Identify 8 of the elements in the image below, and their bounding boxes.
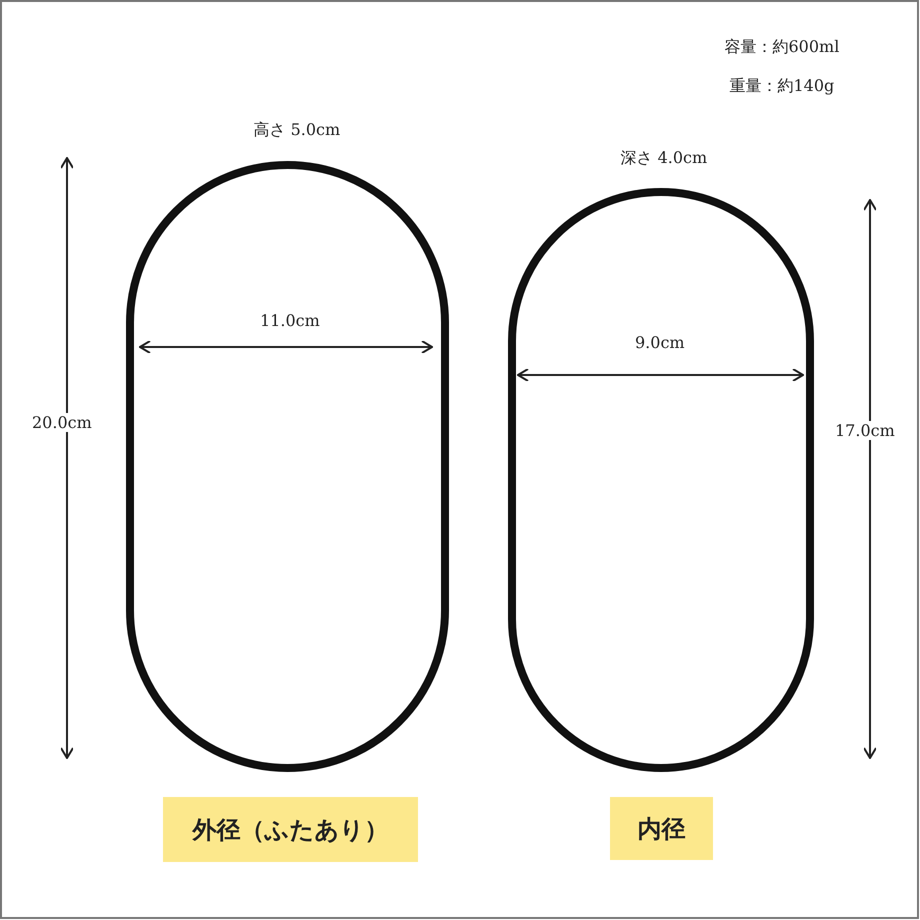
dimension-label: 高さ 5.0cm xyxy=(252,120,342,140)
caption-text: 外径（ふたあり） xyxy=(192,814,388,846)
caption-text: 内径 xyxy=(638,814,686,844)
caption-box xyxy=(610,797,713,860)
spec-note: 重量：約140g xyxy=(728,76,836,96)
caption-box xyxy=(163,797,418,862)
dimension-label: 20.0cm xyxy=(30,412,94,432)
dimension-label: 深さ 4.0cm xyxy=(618,148,710,168)
